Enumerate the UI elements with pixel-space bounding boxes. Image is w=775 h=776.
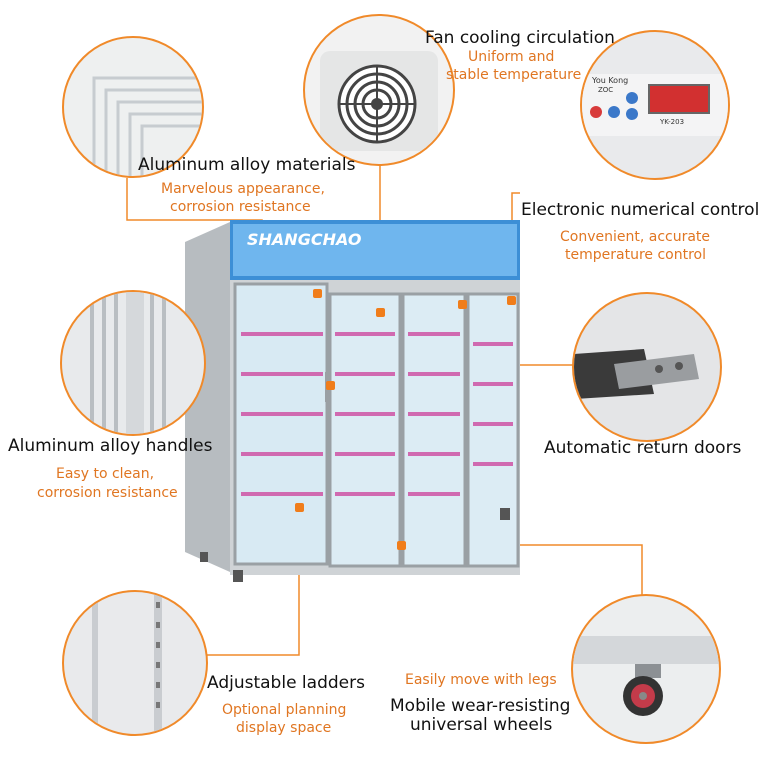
aluminum-frame-photo <box>92 76 202 176</box>
ladder-photo <box>92 592 162 734</box>
feature-subtitle-fan-2: stable temperature <box>446 67 582 83</box>
down-button <box>626 108 638 120</box>
feature-subtitle-materials-2: corrosion resistance <box>170 199 311 215</box>
handle-photo <box>90 292 166 434</box>
marker-dot-ladders <box>295 503 304 512</box>
feature-subtitle-ladders-1: Optional planning <box>222 702 347 718</box>
feature-title-doors: Automatic return doors <box>544 438 742 458</box>
feature-title-fan: Fan cooling circulation <box>425 28 615 48</box>
power-button <box>590 106 602 118</box>
hinge-photo <box>574 349 699 399</box>
brand-name: SHANGCHAO <box>247 230 362 249</box>
circle-ladders <box>62 590 208 736</box>
display-screen <box>648 84 710 114</box>
marker-dot-control <box>507 296 516 305</box>
circle-control-panel: You Kong ZOC YK-203 <box>580 30 730 180</box>
feature-subtitle-wheels-1: Easily move with legs <box>405 672 557 688</box>
feature-subtitle-handles-1: Easy to clean, <box>56 466 155 482</box>
marker-dot-doors <box>458 300 467 309</box>
feature-subtitle-handles-2: corrosion resistance <box>37 485 178 501</box>
controller-model: YK-203 <box>660 118 685 126</box>
marker-dot-wheels <box>397 541 406 550</box>
refrigerator-illustration <box>185 220 520 582</box>
feature-title-control: Electronic numerical control <box>521 200 760 220</box>
circle-wheels <box>571 594 721 744</box>
marker-dot-fan <box>376 308 385 317</box>
feature-title-handles: Aluminum alloy handles <box>8 436 213 456</box>
circle-fan <box>303 14 455 166</box>
refrigerator: SHANGCHAO <box>185 212 525 582</box>
feature-title-wheels-2: universal wheels <box>410 715 553 735</box>
feature-subtitle-fan-1: Uniform and <box>468 49 555 65</box>
marker-dot-materials <box>313 289 322 298</box>
control-panel: You Kong ZOC YK-203 <box>582 74 728 136</box>
up-button <box>626 92 638 104</box>
feature-title-ladders: Adjustable ladders <box>207 673 365 693</box>
circle-handles <box>60 290 206 436</box>
feature-subtitle-control-2: temperature control <box>565 247 706 263</box>
feature-subtitle-ladders-2: display space <box>236 720 332 736</box>
wheel-photo <box>573 636 719 716</box>
controller-brand-line2: ZOC <box>598 86 614 94</box>
circle-aluminum-materials <box>62 36 204 178</box>
feature-subtitle-control-1: Convenient, accurate <box>560 229 711 245</box>
circle-return-doors <box>572 292 722 442</box>
feature-subtitle-materials-1: Marvelous appearance, <box>161 181 325 197</box>
feature-title-wheels-1: Mobile wear-resisting <box>390 696 571 716</box>
set-button <box>608 106 620 118</box>
fan-icon <box>320 51 438 151</box>
controller-brand-line1: You Kong <box>592 76 629 85</box>
marker-dot-handles <box>326 381 335 390</box>
feature-title-materials: Aluminum alloy materials <box>138 155 356 175</box>
